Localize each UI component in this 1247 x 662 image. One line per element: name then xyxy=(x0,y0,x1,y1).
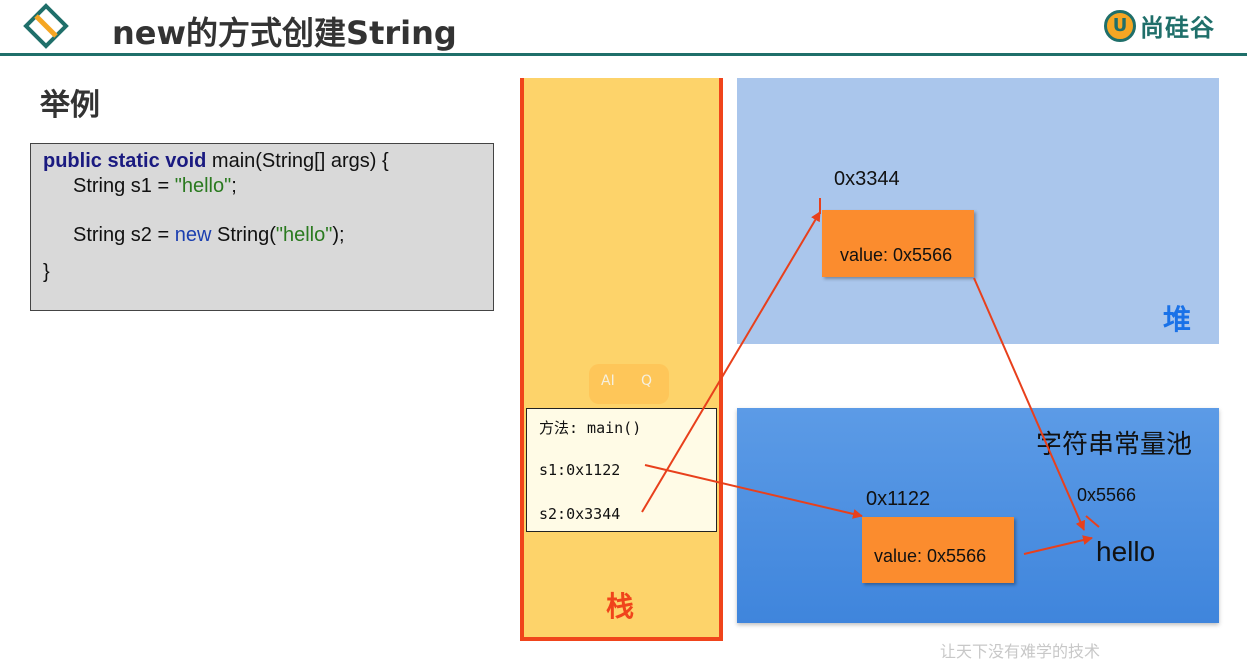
code-line-1: public static void main(String[] args) { xyxy=(43,150,389,173)
code-text: String s1 = xyxy=(73,175,175,197)
code-text: String( xyxy=(211,224,276,246)
string-pool-label: 字符串常量池 xyxy=(1036,430,1193,460)
brand-logo-icon: U xyxy=(1104,9,1136,42)
slide-header: new的方式创建String U 尚硅谷 xyxy=(0,0,1247,56)
code-string: "hello" xyxy=(275,224,333,246)
ai-toolbar[interactable]: AI Q xyxy=(589,364,669,404)
heap-object-field: value: 0x5566 xyxy=(840,245,953,265)
frame-var-s1: s1:0x1122 xyxy=(539,461,621,479)
literal-address: 0x5566 xyxy=(1077,485,1137,505)
code-text: ; xyxy=(231,175,237,197)
pool-string-object: value: 0x5566 xyxy=(862,517,1014,583)
diamond-logo-icon xyxy=(23,3,69,49)
pool-object-address: 0x1122 xyxy=(866,488,931,510)
frame-var-s2: s2:0x3344 xyxy=(539,505,621,523)
heap-region xyxy=(737,78,1219,344)
header-divider xyxy=(0,53,1247,56)
string-literal-hello: hello xyxy=(1096,536,1156,567)
stack-frame-main: 方法: main() s1:0x1122 s2:0x3344 xyxy=(526,408,717,532)
heap-object-address: 0x3344 xyxy=(834,168,900,190)
pool-object-field: value: 0x5566 xyxy=(874,546,987,566)
code-keyword: new xyxy=(174,224,212,246)
frame-method: 方法: main() xyxy=(539,419,642,437)
code-string: "hello" xyxy=(174,175,232,197)
code-line-4: } xyxy=(43,261,50,283)
section-heading: 举例 xyxy=(40,88,100,123)
code-text: main(String[] args) { xyxy=(206,150,389,172)
heap-string-object: value: 0x5566 xyxy=(822,210,974,277)
brand-name: 尚硅谷 xyxy=(1140,14,1215,42)
slide-title: new的方式创建String xyxy=(112,14,457,52)
footer-watermark: 让天下没有难学的技术 xyxy=(940,642,1101,661)
stack-label: 栈 xyxy=(606,590,635,623)
code-text: ); xyxy=(332,224,345,246)
search-icon[interactable]: Q xyxy=(641,373,653,389)
code-keyword: public static void xyxy=(43,150,207,172)
code-text: String s2 = xyxy=(73,224,175,246)
code-line-2: String s1 = "hello"; xyxy=(73,175,237,198)
heap-label: 堆 xyxy=(1163,303,1192,336)
code-snippet: public static void main(String[] args) {… xyxy=(30,143,494,311)
brand: U 尚硅谷 xyxy=(1104,8,1215,43)
ai-icon[interactable]: AI xyxy=(601,373,615,389)
code-line-3: String s2 = new String("hello"); xyxy=(73,224,345,247)
stack-region xyxy=(520,78,723,641)
